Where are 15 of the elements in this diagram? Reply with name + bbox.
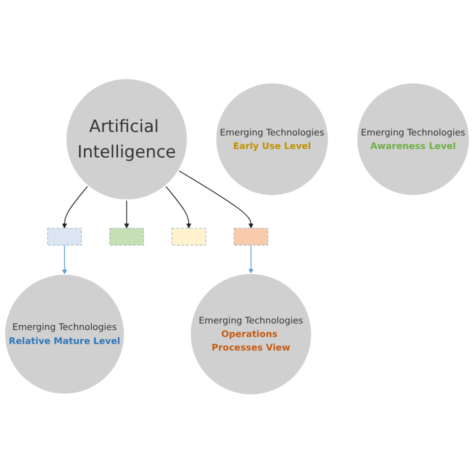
node-circle: Artificial Intelligence [65, 78, 188, 201]
node-circle: Emerging Technologies Operations Processes View [190, 273, 312, 396]
arrow [124, 200, 130, 229]
arrow [248, 245, 254, 274]
node-box [172, 228, 206, 246]
node-box [109, 228, 144, 246]
node-box [234, 228, 268, 246]
node-box [47, 228, 82, 246]
node-circle: Emerging Technologies Early Use Level [215, 82, 329, 196]
arrow [178, 170, 254, 229]
node-circle: Emerging Technologies Awareness Level [356, 82, 470, 196]
arrow [62, 186, 88, 229]
node-circle: Emerging Technologies Relative Mature Level [4, 274, 126, 395]
arrow [62, 245, 67, 275]
arrow [165, 186, 192, 229]
